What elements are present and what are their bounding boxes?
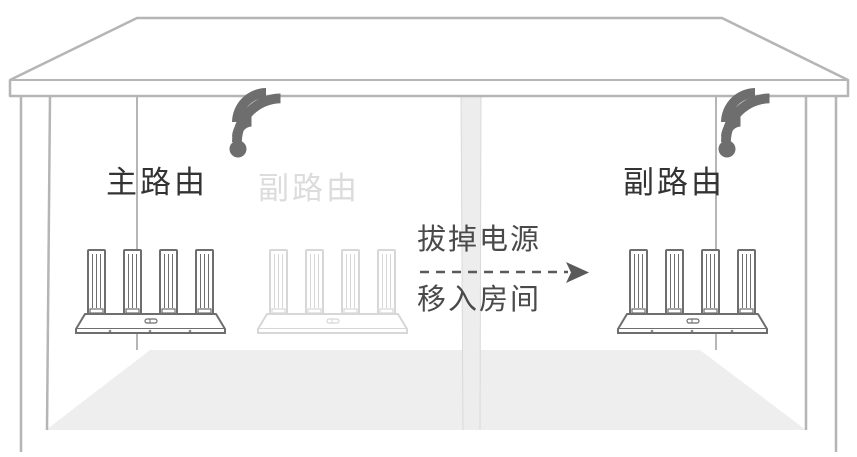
antenna: [737, 249, 756, 316]
antenna: [87, 249, 106, 316]
instruction-move-into-room: 移入房间: [417, 282, 542, 316]
main-router-body: [75, 313, 226, 334]
relocated-router-body: [617, 313, 768, 334]
wifi-signal-icon: [229, 88, 281, 158]
antenna: [123, 249, 142, 316]
antenna: [701, 249, 720, 316]
wall-line-inner-left: [45, 95, 52, 431]
main-router[interactable]: [75, 249, 226, 334]
relocated-router-label: 副路由: [623, 165, 725, 201]
wifi-signal-icon: [718, 88, 770, 158]
ghost-router: [257, 249, 408, 334]
partition-wall: [461, 97, 481, 430]
ghost-router-label: 副路由: [258, 171, 360, 207]
instruction-unplug-power: 拔掉电源: [417, 222, 542, 256]
antenna: [341, 249, 360, 316]
partition-wall-edge-left: [460, 96, 464, 431]
main-router-label: 主路由: [106, 165, 208, 201]
partition-wall-edge-right: [479, 96, 482, 431]
floor-surface: [46, 350, 806, 430]
ghost-router-body: [257, 313, 408, 334]
antenna: [629, 249, 648, 316]
dashed-arrow-right-icon: [420, 262, 589, 283]
relocated-router[interactable]: [617, 249, 768, 334]
